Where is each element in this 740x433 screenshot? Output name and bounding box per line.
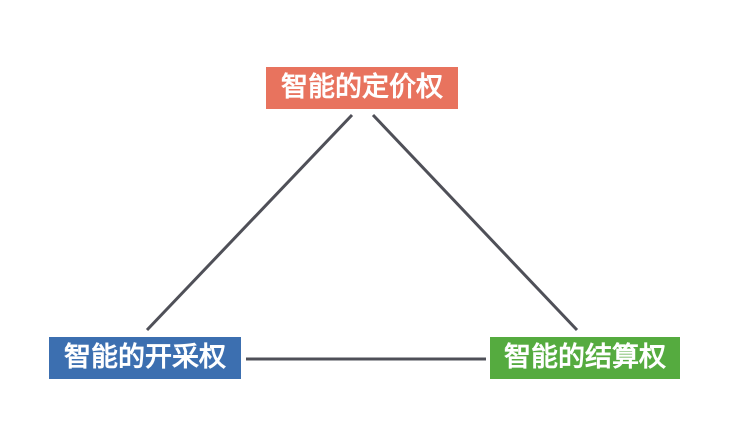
node-mining-right: 智能的开采权: [49, 337, 241, 379]
node-settlement-right: 智能的结算权: [490, 337, 680, 379]
edge-top-left: [145, 113, 354, 332]
edge-top-right: [371, 113, 579, 332]
node-pricing-right: 智能的定价权: [266, 67, 458, 109]
